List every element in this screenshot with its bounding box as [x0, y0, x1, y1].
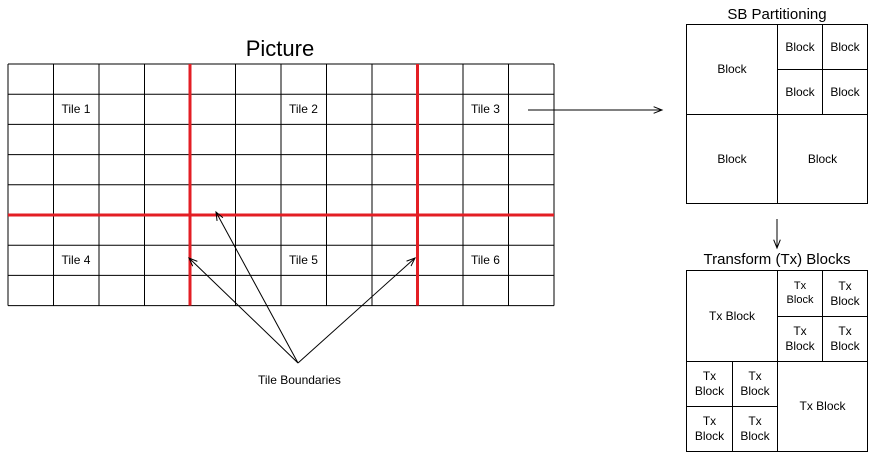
tx-block: Tx Block: [777, 316, 823, 362]
arrow-to-left-boundary: [188, 257, 299, 364]
transform-blocks-frame: Tx Block Tx Block Tx Block Tx Block Tx B…: [686, 270, 868, 452]
tile-boundaries: [8, 64, 554, 306]
arrow-to-right-boundary: [297, 257, 417, 364]
tile-label: Tile 4: [61, 253, 91, 268]
tx-block: Tx Block: [777, 361, 868, 452]
tile-label: Tile 3: [471, 102, 500, 117]
sb-block: Block: [777, 24, 823, 70]
transform-blocks-title: Transform (Tx) Blocks: [703, 251, 851, 268]
tx-block: Tx Block: [732, 406, 778, 452]
tx-block: Tx Block: [686, 406, 733, 452]
tx-block: Tx Block: [686, 361, 733, 407]
sb-block: Block: [822, 24, 868, 70]
arrows: [188, 106, 781, 364]
tx-block: Tx Block: [777, 270, 823, 317]
tile-label: Tile 6: [471, 253, 500, 268]
picture-title: Picture: [245, 36, 315, 61]
sb-block: Block: [686, 24, 778, 115]
arrow-to-sb-partitioning: [528, 106, 664, 114]
grid-lines: [7, 63, 555, 307]
sb-block: Block: [777, 69, 823, 115]
tile-label: Tile 1: [61, 102, 91, 117]
sb-block: Block: [686, 114, 778, 204]
sb-block: Block: [822, 69, 868, 115]
tile-label: Tile 5: [289, 253, 318, 268]
sb-block: Block: [777, 114, 868, 204]
arrow-to-transform-blocks: [773, 219, 781, 250]
tx-block: Tx Block: [732, 361, 778, 407]
arrow-to-horizontal-boundary: [215, 210, 299, 364]
sb-partitioning-title: SB Partitioning: [727, 6, 827, 23]
tx-block: Tx Block: [686, 270, 778, 362]
tx-block: Tx Block: [822, 270, 868, 317]
tile-boundaries-label: Tile Boundaries: [258, 373, 341, 387]
sb-partitioning-frame: Block Block Block Block Block Block Bloc…: [686, 24, 868, 204]
tx-block: Tx Block: [822, 316, 868, 362]
tile-label: Tile 2: [289, 102, 318, 117]
